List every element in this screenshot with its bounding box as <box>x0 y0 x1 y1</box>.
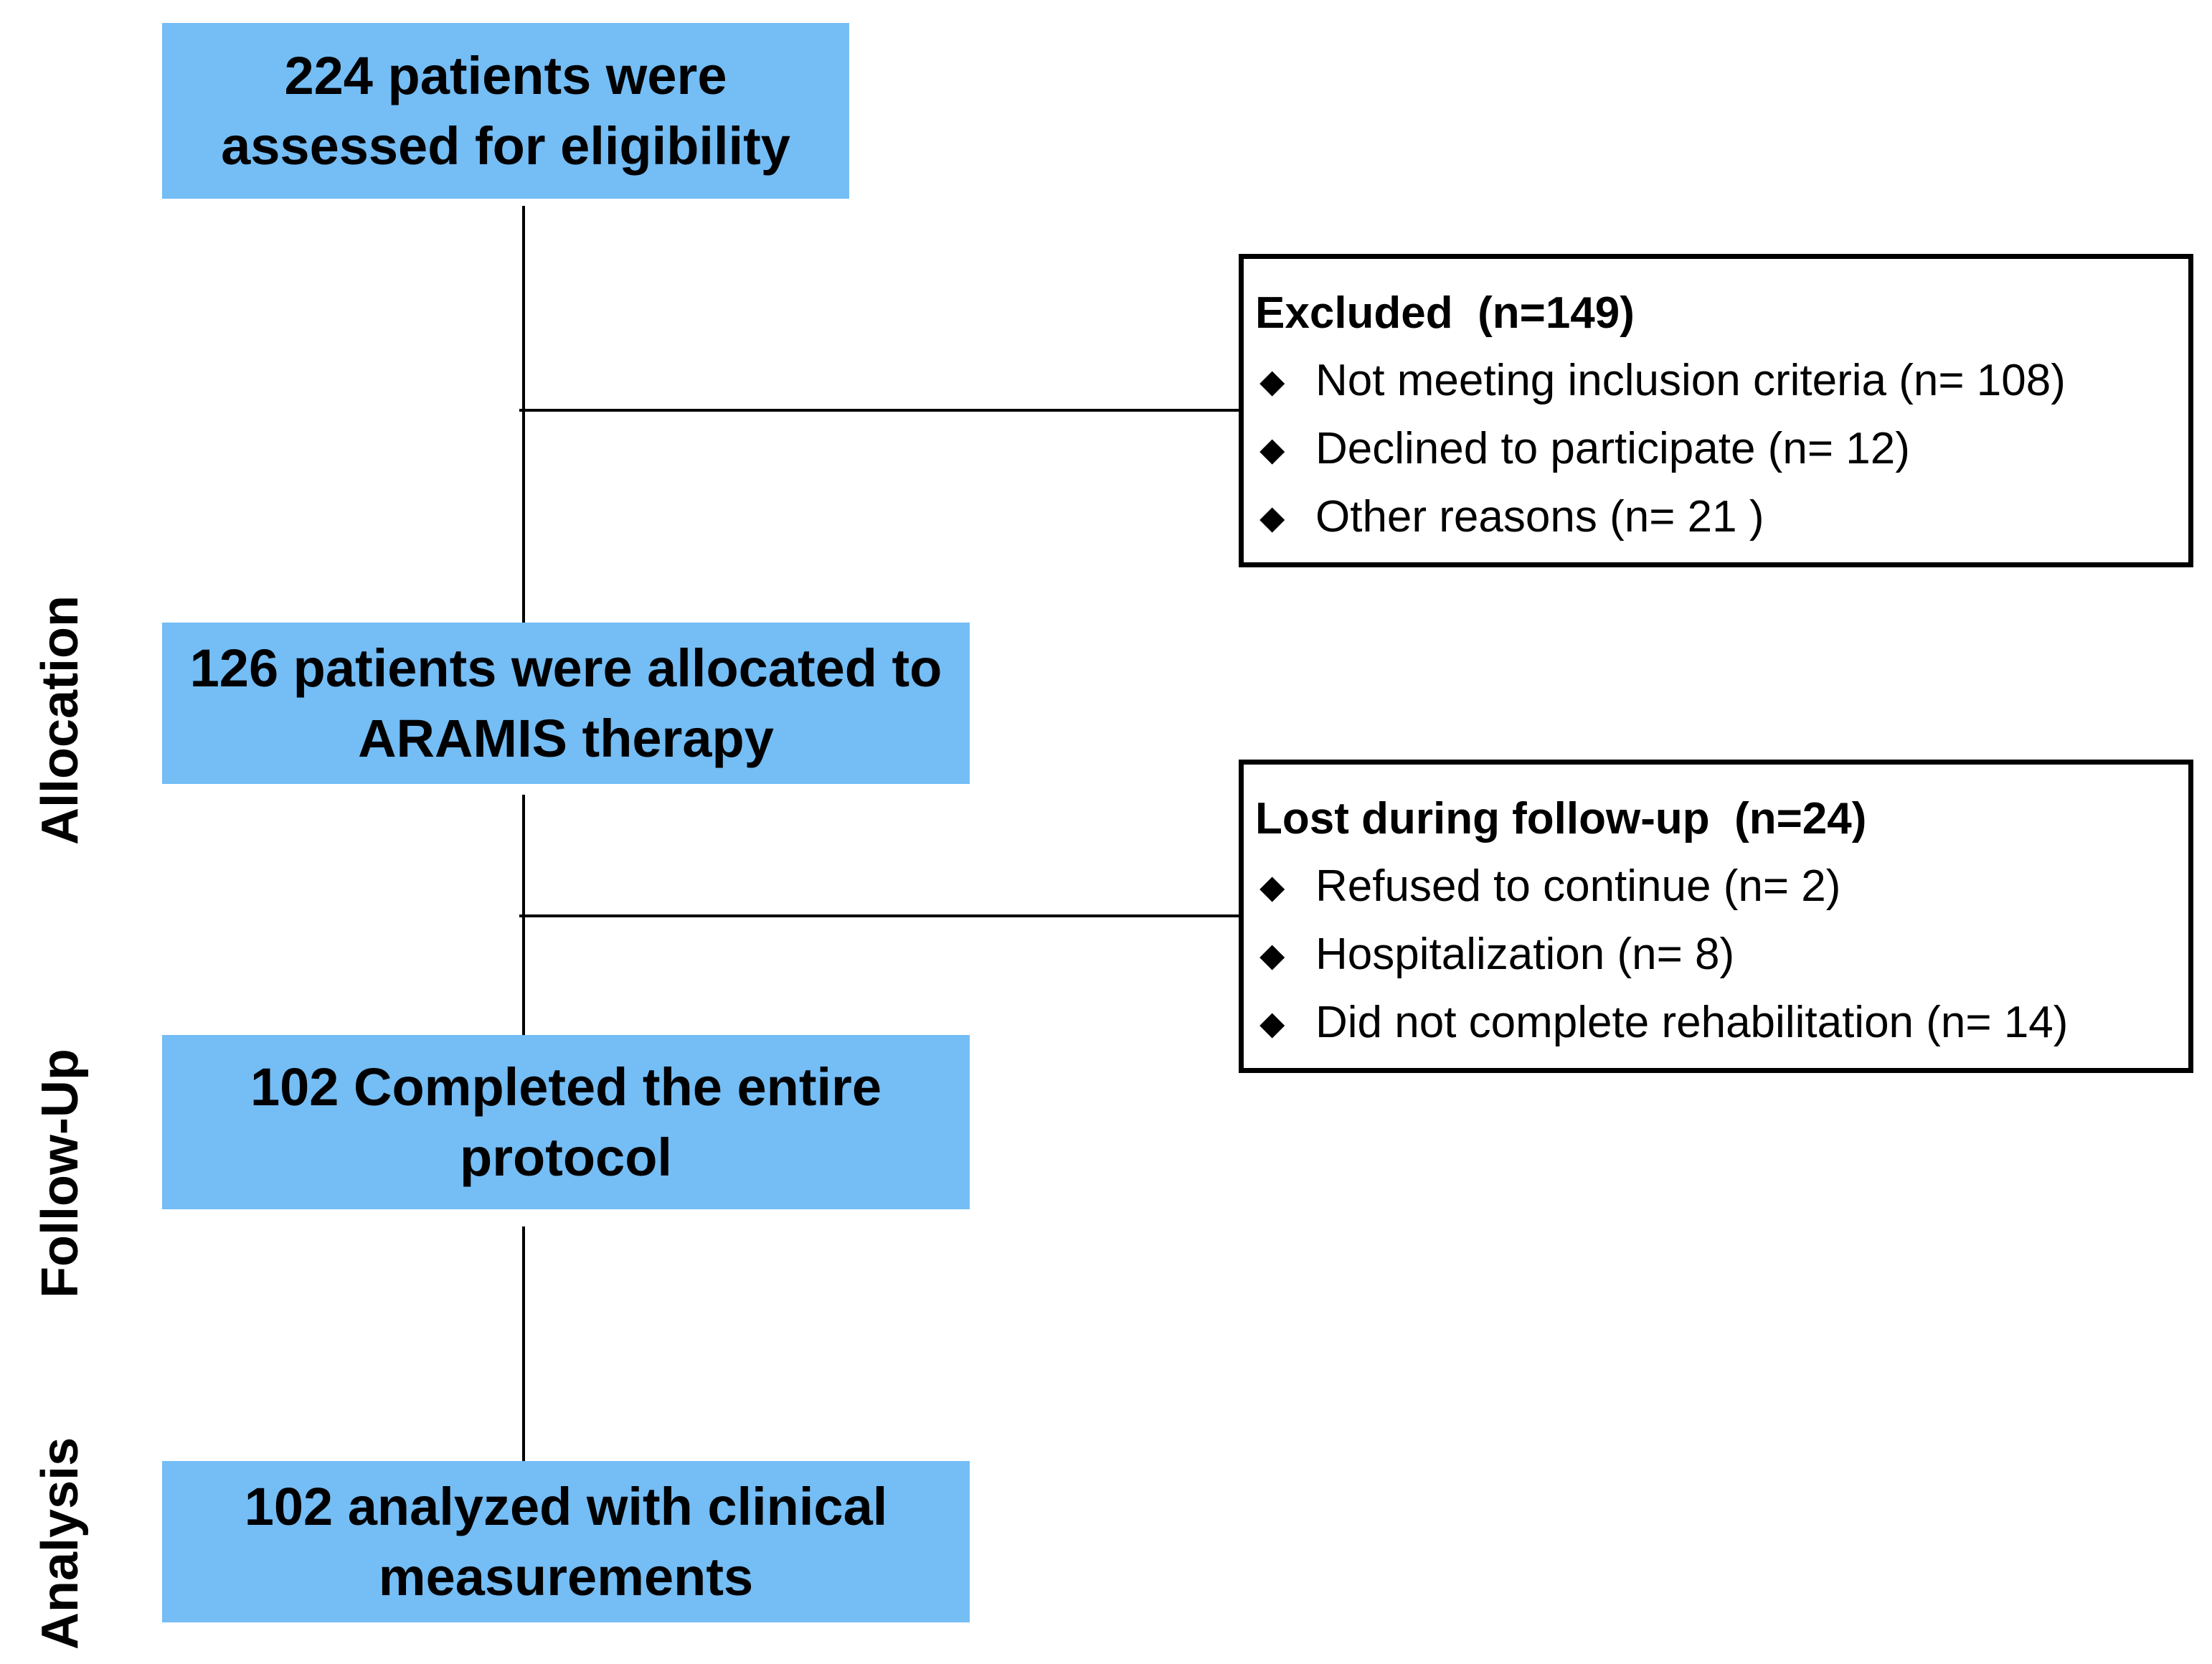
allocated-box: 126 patients were allocated to ARAMIS th… <box>162 623 970 784</box>
connector-eligibility-to-allocated <box>522 206 525 625</box>
excluded-box: Excluded (n=149) ◆ Not meeting inclusion… <box>1239 254 2193 567</box>
diamond-bullet-icon: ◆ <box>1259 498 1285 536</box>
lost-follow-up-list: ◆ Refused to continue (n= 2) ◆ Hospitali… <box>1255 858 2188 1051</box>
excluded-item-text: Declined to participate (n= 12) <box>1315 424 1910 473</box>
lost-follow-up-item-text: Refused to continue (n= 2) <box>1315 861 1841 911</box>
excluded-item-text: Other reasons (n= 21 ) <box>1315 492 1764 542</box>
lost-follow-up-item: ◆ Did not complete rehabilitation (n= 14… <box>1255 994 2188 1051</box>
analyzed-box: 102 analyzed with clinical measurements <box>162 1461 970 1622</box>
diamond-bullet-icon: ◆ <box>1259 430 1285 468</box>
stage-label-follow-up: Follow-Up <box>32 1049 89 1298</box>
lost-follow-up-item-text: Did not complete rehabilitation (n= 14) <box>1315 998 2069 1047</box>
diamond-bullet-icon: ◆ <box>1259 868 1285 905</box>
excluded-list: ◆ Not meeting inclusion criteria (n= 108… <box>1255 352 2188 546</box>
lost-follow-up-item: ◆ Refused to continue (n= 2) <box>1255 858 2188 915</box>
stage-label-allocation: Allocation <box>32 595 89 845</box>
lost-follow-up-box: Lost during follow-up (n=24) ◆ Refused t… <box>1239 760 2193 1073</box>
lost-follow-up-item: ◆ Hospitalization (n= 8) <box>1255 926 2188 983</box>
connector-completed-to-analyzed <box>522 1226 525 1465</box>
connector-to-lost-follow-up <box>519 914 1241 917</box>
lost-follow-up-item-text: Hospitalization (n= 8) <box>1315 930 1735 979</box>
excluded-item: ◆ Not meeting inclusion criteria (n= 108… <box>1255 352 2188 410</box>
diamond-bullet-icon: ◆ <box>1259 936 1285 973</box>
lost-follow-up-title: Lost during follow-up (n=24) <box>1255 794 1867 843</box>
excluded-item: ◆ Other reasons (n= 21 ) <box>1255 488 2188 546</box>
connector-to-excluded <box>519 409 1241 412</box>
excluded-title: Excluded (n=149) <box>1255 288 1635 338</box>
diamond-bullet-icon: ◆ <box>1259 362 1285 400</box>
excluded-item-text: Not meeting inclusion criteria (n= 108) <box>1315 356 2066 405</box>
stage-label-analysis: Analysis <box>32 1437 89 1650</box>
eligibility-box: 224 patients were assessed for eligibili… <box>162 23 849 199</box>
excluded-item: ◆ Declined to participate (n= 12) <box>1255 420 2188 478</box>
diamond-bullet-icon: ◆ <box>1259 1004 1285 1041</box>
completed-box: 102 Completed the entire protocol <box>162 1035 970 1209</box>
